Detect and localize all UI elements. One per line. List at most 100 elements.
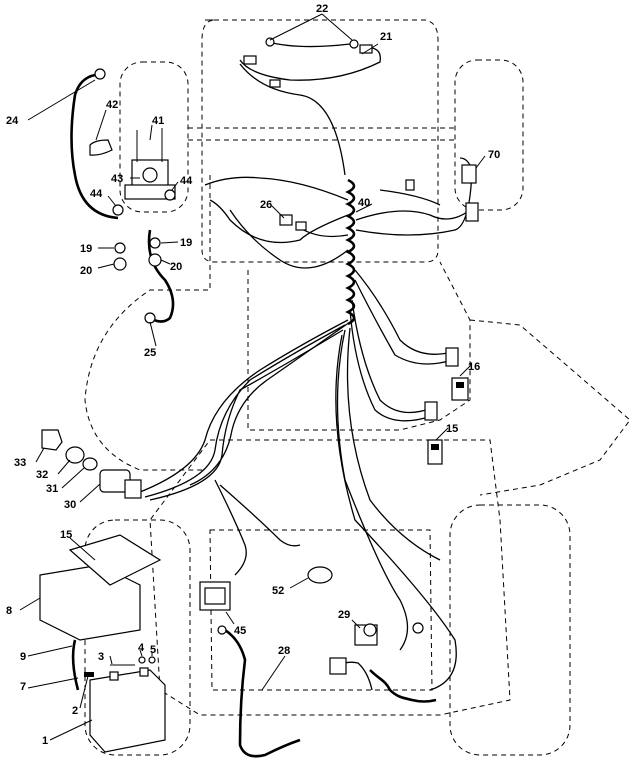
wire-to-solenoid-1 [204,176,349,201]
callout-25: 25 [144,347,156,359]
wire-to-switch-15a [351,299,433,414]
callout-20-right: 20 [170,261,182,273]
wire-to-rear-3 [219,484,301,547]
callout-43: 43 [111,173,123,185]
ring-terminal-28 [217,625,227,635]
callout-44-right: 44 [180,175,193,187]
callout-52: 52 [272,585,284,597]
callout-labels: 22 21 24 42 41 43 44 44 19 19 20 20 25 2… [6,3,500,747]
wire-to-solenoid-2 [209,199,349,244]
wire-to-rear-2 [214,479,247,576]
hood-outline [201,19,439,263]
callout-41: 41 [152,115,164,127]
callout-1: 1 [42,735,48,747]
battery-terminal-a [109,671,119,681]
callout-5: 5 [150,644,156,656]
wire-to-harness-lower [229,209,349,269]
rear-right-wheel-outline [449,504,571,756]
headlight-wire-2 [239,63,346,176]
callout-29: 29 [338,609,350,621]
callout-70: 70 [488,149,500,161]
nut-44-right [164,189,176,201]
callout-28: 28 [278,645,290,657]
ignition-connector [124,479,142,499]
callout-33: 33 [14,457,26,469]
battery-tray-15 [68,534,162,586]
battery-1 [89,669,166,753]
main-harness-bundle-2 [144,324,346,498]
wire-to-connector-70b [355,157,473,236]
callout-2: 2 [72,705,78,717]
connector-52 [307,566,333,584]
battery-cable-24 [70,73,119,220]
switch-15-terminal [431,444,439,450]
battery-terminal-b [139,667,149,677]
wire-to-connector-70c [379,189,441,206]
washer-19-left [114,242,126,254]
switch-16-connector [445,347,459,367]
wire-to-switch-16a [354,269,453,355]
nut-4 [138,656,146,664]
callout-42: 42 [106,99,118,111]
headlight-socket-right [359,44,373,54]
solenoid-terminal [142,167,158,183]
callout-7: 7 [20,681,26,693]
callout-30: 30 [64,499,76,511]
connector-70a [461,164,477,184]
module-45-inner [204,587,226,605]
ring-terminal-25 [144,312,156,324]
callout-22: 22 [316,3,328,15]
connector-70b [465,202,479,222]
callout-20-left: 20 [80,265,92,277]
switch-15 [427,439,443,465]
headlight-socket-left [243,55,257,65]
front-left-wheel-outline [119,61,189,213]
headlight-wire [239,47,381,81]
seat-outline [149,439,511,716]
switch-15-connector [424,401,438,421]
cable-28 [224,628,301,758]
wire-to-rear-1 [346,327,441,561]
wire-to-switch-15b [349,309,433,422]
connector-26 [279,214,293,226]
callout-16: 16 [468,361,480,373]
cable-end-42 [89,139,113,156]
frame-left-outline [84,175,211,471]
ring-terminal-rear [412,622,424,634]
harness-coil-wrap [345,178,356,326]
callout-19-left: 19 [80,243,92,255]
front-right-wheel-outline [454,59,524,211]
harness-connector-front [269,79,281,88]
callout-32: 32 [36,469,48,481]
callout-26: 26 [260,199,272,211]
callout-9: 9 [20,651,26,663]
wire-to-seat-switch-2 [335,334,457,691]
wire-to-connector-70 [355,209,471,221]
callout-44-left: 44 [90,188,103,200]
nut-5 [148,656,156,664]
connector-26b [295,221,307,231]
main-harness-bundle-3 [149,329,344,501]
switch-16 [451,377,469,401]
callout-8: 8 [6,605,12,617]
callout-15-left: 15 [60,529,72,541]
main-harness-bundle-1 [139,319,349,493]
callout-4: 4 [138,642,145,654]
rear-connector [329,657,347,675]
callout-45: 45 [234,625,246,637]
headlight-bulb-left [265,37,275,47]
callout-15-right: 15 [446,423,458,435]
washer-20-right [148,253,162,267]
parts [39,37,479,753]
wire-to-seat-switch-1 [336,329,409,651]
front-axle-outline [188,127,455,141]
wire-to-switch-16b [354,279,453,365]
switch-29-plunger [363,623,377,637]
callout-40: 40 [358,197,370,209]
mower-deck-outline [469,319,631,496]
leader-lines [19,13,486,741]
switch-16-terminal [456,382,464,388]
washer-20-left [113,257,127,271]
